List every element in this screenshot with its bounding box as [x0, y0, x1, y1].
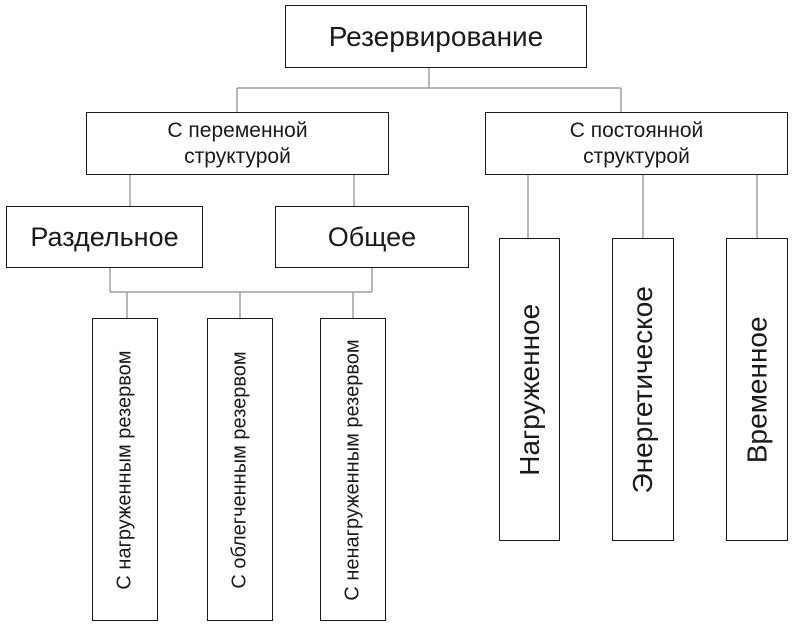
- loaded-reserve-box: С нагруженным резервом: [92, 318, 158, 621]
- loaded-label: Нагруженное: [513, 303, 545, 476]
- temporal-box: Временное: [726, 238, 788, 541]
- unloaded-reserve-label: С ненагруженным резервом: [342, 338, 364, 601]
- loaded-reserve-label: С нагруженным резервом: [114, 349, 137, 590]
- constant-structure-label: С постоянной структурой: [569, 119, 704, 168]
- root-box: Резервирование: [285, 5, 587, 68]
- energetic-label: Энергетическое: [627, 285, 659, 494]
- lightened-reserve-label: С облегченным резервом: [229, 350, 252, 589]
- separate-box: Раздельное: [6, 206, 203, 268]
- constant-structure-box: С постоянной структурой: [485, 112, 788, 175]
- energetic-box: Энергетическое: [612, 238, 674, 541]
- lightened-reserve-box: С облегченным резервом: [207, 318, 273, 621]
- variable-structure-box: С переменной структурой: [86, 112, 389, 175]
- common-box: Общее: [275, 206, 469, 268]
- common-label: Общее: [327, 221, 417, 252]
- temporal-label: Временное: [741, 316, 773, 463]
- separate-label: Раздельное: [30, 221, 179, 252]
- variable-structure-label: С переменной структурой: [167, 119, 308, 168]
- unloaded-reserve-box: С ненагруженным резервом: [320, 318, 386, 621]
- loaded-box: Нагруженное: [499, 238, 560, 541]
- root-label: Резервирование: [328, 20, 544, 52]
